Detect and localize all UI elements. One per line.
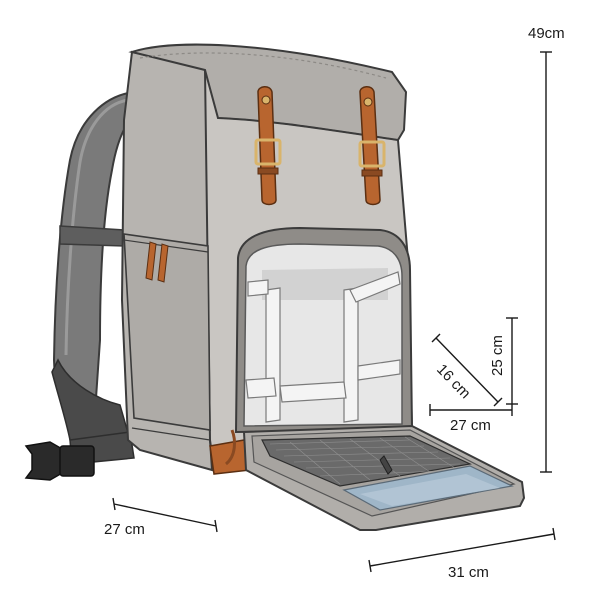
side-pocket bbox=[123, 233, 211, 431]
shoulder-strap-inner bbox=[64, 98, 129, 356]
mesh-grid bbox=[269, 436, 465, 485]
divider-mid-right bbox=[357, 359, 401, 381]
open-front-flap bbox=[242, 424, 526, 531]
label-height-total: 49cm bbox=[528, 25, 565, 42]
buckle-left bbox=[254, 138, 282, 166]
zipper-pull-left bbox=[145, 241, 157, 281]
label-compartment-depth: 16 cm bbox=[433, 361, 474, 402]
clear-pocket-highlight bbox=[360, 474, 500, 506]
zipper-pulls bbox=[145, 241, 169, 283]
label-compartment-width: 27 cm bbox=[450, 417, 491, 434]
sternum-strap bbox=[59, 225, 125, 247]
label-width-back: 27 cm bbox=[104, 521, 145, 538]
label-compartment-height: 25 cm bbox=[489, 335, 506, 376]
buckle-female bbox=[59, 445, 95, 477]
divider-mid-center bbox=[279, 381, 347, 403]
dim-line-back-width bbox=[113, 503, 217, 527]
rivet-right bbox=[363, 97, 373, 107]
lid-top-seam bbox=[139, 52, 387, 79]
lid-leather-straps bbox=[254, 86, 386, 206]
keeper-left bbox=[257, 167, 279, 175]
rivet-left bbox=[261, 95, 271, 105]
divider-left-vertical bbox=[265, 287, 281, 423]
dim-line-front-width bbox=[369, 533, 555, 567]
mesh-zip-pull bbox=[379, 455, 393, 475]
mesh-pocket bbox=[261, 435, 472, 487]
camera-compartment bbox=[234, 226, 414, 434]
buckle-right bbox=[358, 140, 386, 168]
dim-line-compartment-depth bbox=[435, 337, 499, 403]
dimension-annotations bbox=[112, 51, 556, 573]
keeper-right bbox=[361, 169, 383, 177]
divider-top-right bbox=[349, 271, 401, 303]
side-bottom-seam bbox=[131, 427, 211, 441]
divider-top-left bbox=[247, 279, 269, 297]
label-width-front: 31 cm bbox=[448, 564, 489, 581]
side-release-buckle bbox=[24, 441, 95, 481]
buckle-male bbox=[24, 441, 65, 481]
divider-mid-left bbox=[245, 377, 277, 399]
leather-strap-left bbox=[257, 86, 277, 206]
leather-loop bbox=[224, 429, 236, 466]
zipper-pull-right bbox=[157, 243, 169, 283]
divider-center-vertical bbox=[343, 287, 359, 423]
